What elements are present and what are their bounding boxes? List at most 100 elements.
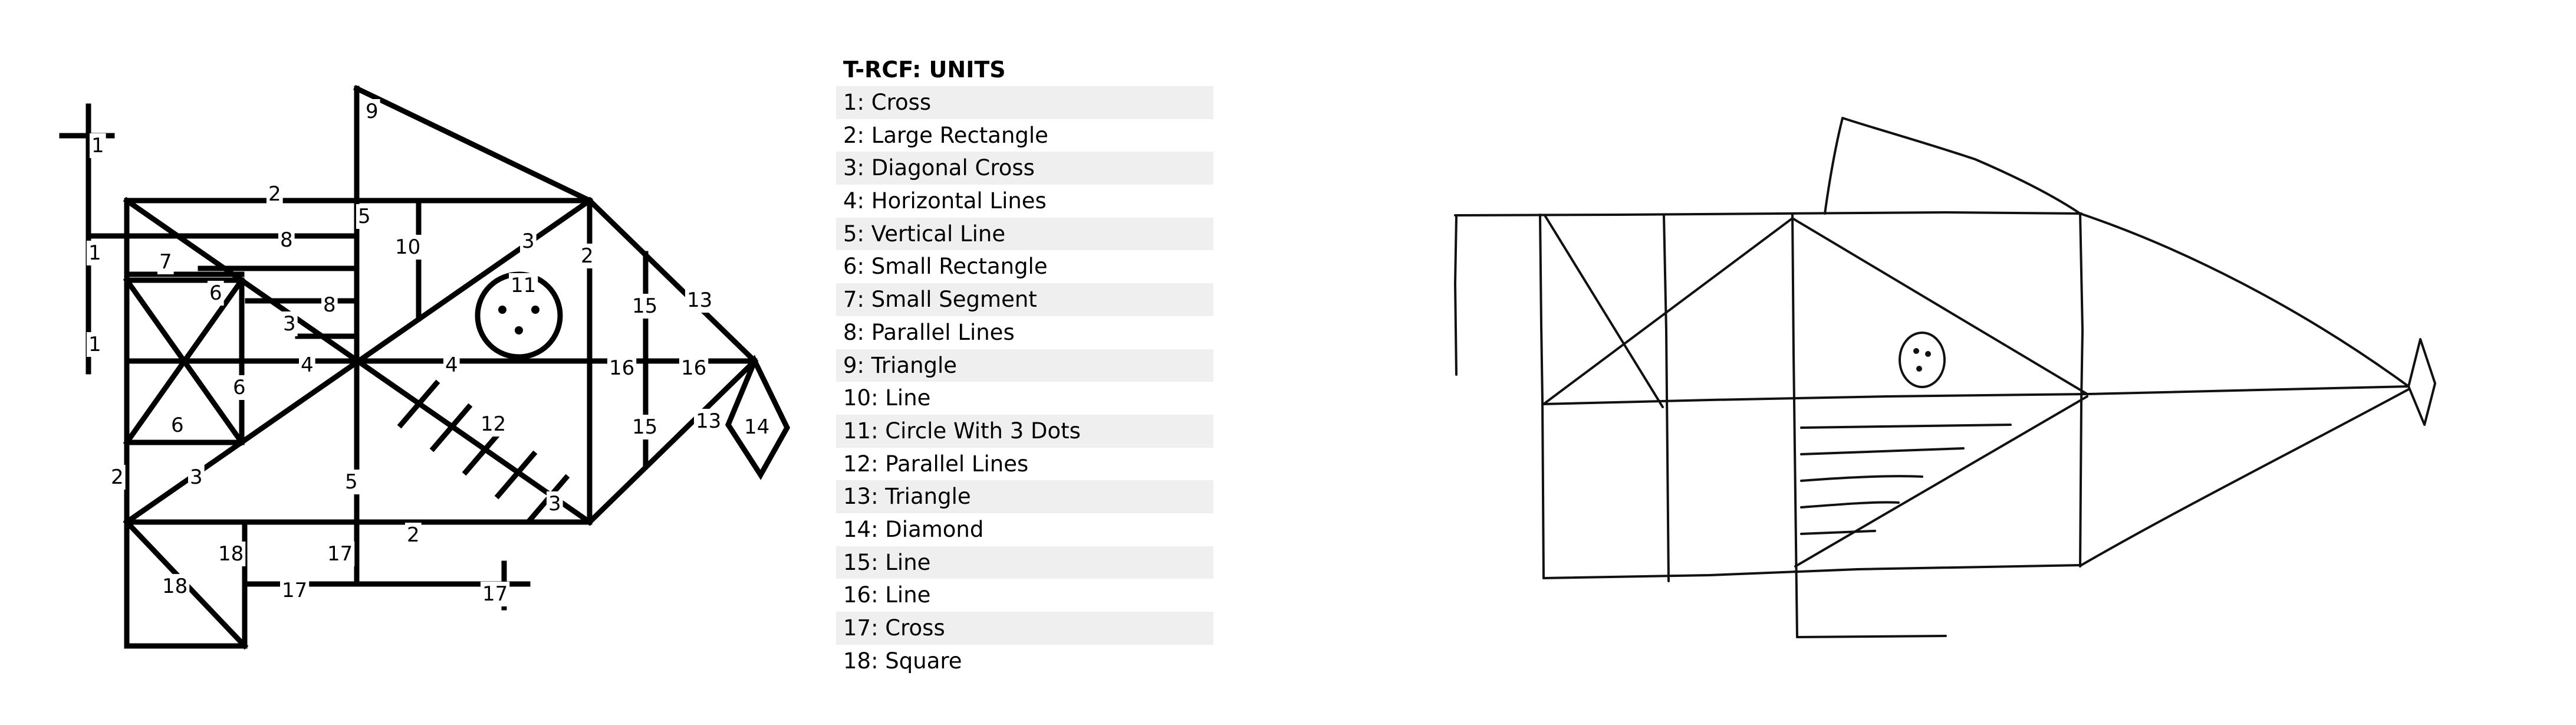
label-background <box>278 228 295 252</box>
sketch-midline <box>1542 393 2088 405</box>
legend-item: 14: Diamond <box>836 513 1213 546</box>
sketch-right-triangle-lower <box>2080 388 2410 566</box>
legend-item: 11: Circle With 3 Dots <box>836 414 1213 448</box>
legend-list: 1: Cross 2: Large Rectangle 3: Diagonal … <box>836 86 1213 678</box>
label-background <box>188 465 205 490</box>
unit-12-parallel-lines <box>397 379 440 429</box>
label-background <box>630 415 660 439</box>
hand-drawn-copy-drawing <box>1454 117 2436 638</box>
legend-item: 17: Cross <box>836 612 1213 645</box>
label-2-right: 2 <box>581 244 594 268</box>
legend-item: 1: Cross <box>836 86 1213 119</box>
legend-item: 8: Parallel Lines <box>836 316 1213 349</box>
label-background <box>520 229 537 254</box>
unit-6-small-rectangle <box>124 277 245 445</box>
label-background <box>356 204 373 229</box>
label-background <box>87 332 103 357</box>
sketch-parallel-2 <box>1800 447 1965 455</box>
label-background <box>109 465 126 490</box>
legend-item: 16: Line <box>836 579 1213 612</box>
legend-item: 6: Small Rectangle <box>836 250 1213 284</box>
label-8-top: 8 <box>280 228 293 252</box>
label-background <box>90 133 106 158</box>
label-3-bottom: 3 <box>548 492 561 516</box>
sketch-rect-bottom <box>1542 564 2082 579</box>
legend-item: 13: Triangle <box>836 480 1213 513</box>
label-16-right: 16 <box>681 356 706 380</box>
label-2-top: 2 <box>268 182 281 206</box>
legend-title: T-RCF: UNITS <box>843 57 1006 83</box>
label-18-top: 18 <box>218 542 244 566</box>
legend-item: 7: Small Segment <box>836 283 1213 316</box>
unit-14-diamond <box>725 355 791 480</box>
label-8-mid: 8 <box>323 293 336 317</box>
label-background <box>364 99 380 124</box>
sketch-bottom-line <box>1796 635 1947 638</box>
sketch-right-triangle-upper <box>2079 212 2410 388</box>
label-5-top: 5 <box>358 205 371 228</box>
label-background <box>325 542 355 566</box>
sketch-diagonal-1 <box>1544 214 1664 408</box>
unit-13-triangle <box>585 196 759 365</box>
label-background <box>280 578 310 603</box>
label-background <box>405 523 422 547</box>
sketch-diagonal-2 <box>1542 217 1794 405</box>
label-15-top: 15 <box>632 294 657 318</box>
label-background <box>742 415 772 439</box>
label-1-top: 1 <box>91 134 104 158</box>
label-background <box>321 293 338 317</box>
sketch-diamond <box>2407 338 2436 426</box>
label-background <box>208 281 224 306</box>
sketch-diagonal-3 <box>1791 217 2088 395</box>
sketch-parallel-5 <box>1800 530 1876 535</box>
legend-item: 5: Vertical Line <box>836 217 1213 251</box>
sketch-circle <box>1899 332 1946 388</box>
label-7: 7 <box>159 250 172 274</box>
label-background <box>160 574 190 599</box>
label-17-mid: 17 <box>282 579 307 602</box>
sketch-rect-left <box>1539 214 1545 579</box>
label-background <box>87 241 103 265</box>
label-6-bottom: 6 <box>171 414 184 437</box>
label-background <box>216 542 246 566</box>
label-background <box>579 244 596 268</box>
legend-item: 3: Diagonal Cross <box>836 152 1213 185</box>
label-background <box>299 353 315 378</box>
label-3-upper: 3 <box>283 312 296 336</box>
label-16-left: 16 <box>609 356 634 380</box>
label-background <box>169 413 186 438</box>
legend-item: 18: Square <box>836 644 1213 678</box>
label-3-right: 3 <box>522 229 535 253</box>
sketch-left-stub <box>1454 216 1458 376</box>
legend-item: 2: Large Rectangle <box>836 119 1213 152</box>
label-3-lower: 3 <box>190 465 203 489</box>
label-1-mid: 1 <box>88 241 101 265</box>
legend-item: 15: Line <box>836 546 1213 579</box>
label-4-left: 4 <box>301 353 314 377</box>
label-background <box>281 311 298 336</box>
label-background <box>267 182 283 206</box>
label-5-bottom: 5 <box>345 470 358 494</box>
label-background <box>607 356 637 380</box>
label-15-bottom: 15 <box>632 415 657 439</box>
label-background <box>694 409 723 434</box>
sketch-right-midline <box>2086 385 2410 395</box>
label-2-left: 2 <box>111 465 124 489</box>
label-background <box>547 491 563 516</box>
label-10: 10 <box>395 235 420 259</box>
label-9: 9 <box>366 100 379 123</box>
unit-9-triangle <box>353 84 594 205</box>
label-13-bottom: 13 <box>696 409 721 433</box>
sketch-rect-right <box>2079 212 2084 567</box>
label-11: 11 <box>511 274 536 297</box>
sketch-parallel-4 <box>1800 501 1900 509</box>
label-4-right: 4 <box>445 353 458 377</box>
label-background <box>157 250 174 274</box>
sketch-parallel-1 <box>1800 424 2012 429</box>
label-2-bottom: 2 <box>407 523 420 547</box>
label-1-low: 1 <box>88 333 101 356</box>
label-13-top: 13 <box>687 288 712 312</box>
label-18-inside: 18 <box>162 575 187 598</box>
legend-item: 10: Line <box>836 382 1213 415</box>
sketch-diagonal-4 <box>1794 395 2088 567</box>
